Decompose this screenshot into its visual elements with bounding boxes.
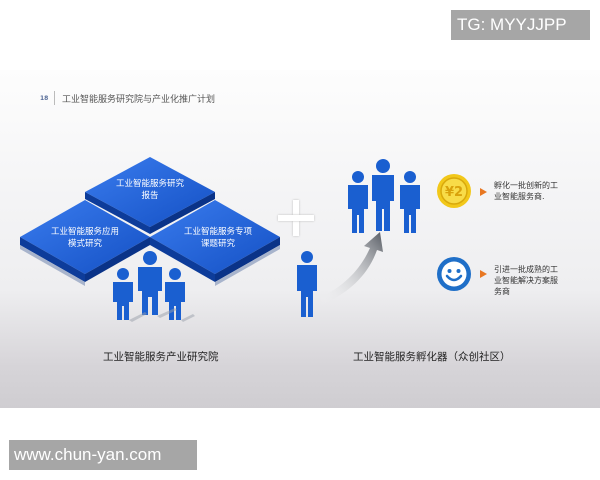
people-group-icon xyxy=(113,251,195,322)
slide-header: 18 工业智能服务研究院与产业化推广计划 xyxy=(40,90,215,106)
watermark-url: www.chun-yan.com xyxy=(9,440,197,470)
plus-icon xyxy=(278,200,314,236)
coin-icon: ¥2 xyxy=(437,174,471,208)
incubator-graphic xyxy=(297,159,420,317)
tile-label-line: 报告 xyxy=(141,191,159,201)
caption-research-institute: 工业智能服务产业研究院 xyxy=(103,351,219,363)
bullet-line: 务商 xyxy=(494,287,510,296)
tile-label-line: 工业智能服务专项 xyxy=(183,227,252,237)
tiles-graphic xyxy=(20,157,280,286)
tile-label-top: 工业智能服务研究 报告 xyxy=(95,178,205,202)
bullet-text-introduce: 引进一批成熟的工 业智能解决方案服 务商 xyxy=(494,264,572,297)
header-divider xyxy=(54,91,55,105)
caption-incubator: 工业智能服务孵化器（众创社区） xyxy=(353,351,511,363)
bullet-line: 孵化一批创新的工 xyxy=(494,181,558,190)
arrow-marker-icon xyxy=(480,270,487,278)
bullet-text-incubate: 孵化一批创新的工 业智能服务商. xyxy=(494,180,572,202)
smiley-icon xyxy=(437,257,471,291)
tile-label-line: 工业智能服务研究 xyxy=(115,179,184,189)
bullet-line: 业智能解决方案服 xyxy=(494,276,558,285)
slide-title: 工业智能服务研究院与产业化推广计划 xyxy=(62,94,216,105)
tile-label-left: 工业智能服务应用 模式研究 xyxy=(30,226,140,250)
tile-label-line: 工业智能服务应用 xyxy=(50,227,119,237)
tile-special-topic xyxy=(150,200,280,286)
bullet-line: 业智能服务商. xyxy=(494,192,545,201)
arrow-marker-icon xyxy=(480,188,487,196)
tile-label-line: 课题研究 xyxy=(200,239,235,249)
page-number: 18 xyxy=(40,94,49,102)
tile-research-report xyxy=(85,157,215,234)
slide: 18 工业智能服务研究院与产业化推广计划 xyxy=(0,70,600,408)
tile-label-right: 工业智能服务专项 课题研究 xyxy=(163,226,273,250)
tile-label-line: 模式研究 xyxy=(67,239,102,249)
svg-text:¥2: ¥2 xyxy=(445,185,463,200)
watermark-telegram: TG: MYYJJPP xyxy=(451,10,590,40)
bullet-line: 引进一批成熟的工 xyxy=(494,265,558,274)
tile-application-model xyxy=(20,200,150,286)
